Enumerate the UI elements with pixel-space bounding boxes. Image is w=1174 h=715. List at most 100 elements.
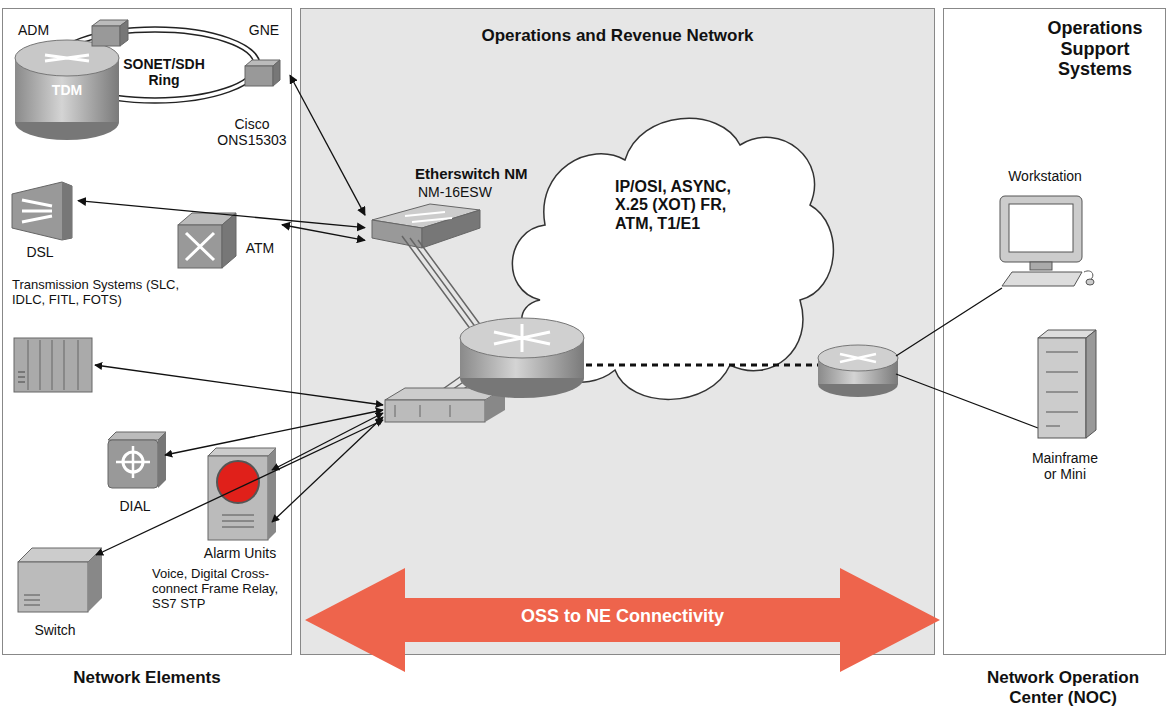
- drawing-part: [18, 562, 88, 612]
- drawing-part: [120, 20, 128, 46]
- dial-node: DIAL: [100, 425, 170, 517]
- drawing-part: [95, 365, 383, 555]
- router: [460, 318, 584, 398]
- adm-box: [92, 20, 128, 46]
- node-label: NM-16ESW: [418, 184, 518, 200]
- drawing-part: [14, 338, 92, 392]
- dial-icon: [108, 432, 166, 488]
- node-label: Etherswitch NM: [415, 165, 545, 182]
- drawing-part: [494, 324, 550, 352]
- node-label: Network Operation Center (NOC): [968, 668, 1158, 707]
- node-label: TDM: [37, 82, 97, 98]
- drawing-part: [460, 318, 584, 358]
- drawing-part: [108, 432, 166, 440]
- dsl-icon: [12, 182, 72, 240]
- drawing-part: [88, 548, 102, 612]
- workstation-icon: [1000, 196, 1094, 286]
- gne-box: [245, 60, 280, 86]
- alarm-node: Alarm Units: [190, 442, 290, 564]
- drawing-part: [395, 405, 450, 417]
- router: [818, 345, 898, 397]
- node-label: Switch: [15, 622, 95, 638]
- etherswitch-node: Etherswitch NMNM-16ESW: [365, 162, 540, 252]
- drawing-part: [62, 182, 72, 240]
- drawing-part: [1038, 338, 1086, 438]
- dsl-node: DSL: [8, 178, 78, 262]
- node-label: DSL: [10, 244, 70, 260]
- node-label: Mainframe or Mini: [1025, 450, 1105, 482]
- node-label: ATM: [240, 240, 280, 256]
- panel-frame: [301, 9, 935, 655]
- node-label: Operations Support Systems: [1035, 18, 1155, 80]
- drawing-part: [18, 548, 102, 562]
- node-label: Voice, Digital Cross-connect Frame Relay…: [152, 567, 290, 612]
- drawing-part: [1030, 262, 1052, 270]
- drawing-part: [305, 568, 940, 672]
- drawing-part: [92, 26, 120, 46]
- drawing-part: [818, 345, 898, 371]
- node-label: Cisco ONS15303: [212, 116, 292, 148]
- panel: Network ElementsADMSONET/SDH RingTDMCisc…: [2, 8, 292, 655]
- drawing-part: [272, 413, 383, 470]
- node-label: Operations and Revenue Network: [300, 26, 935, 46]
- node-label: Transmission Systems (SLC, IDLC, FITL, F…: [12, 278, 188, 308]
- node-label: ADM: [18, 22, 58, 38]
- gne-node: GNE: [228, 20, 290, 100]
- node-label: SONET/SDH Ring: [122, 56, 206, 88]
- mainframe-icon: [1038, 330, 1096, 438]
- drawing-part: [1009, 204, 1073, 252]
- drawing-part: [108, 440, 158, 488]
- cloud-node: IP/OSI, ASYNC, X.25 (XOT) FR, ATM, T1/E1: [505, 90, 835, 420]
- alarm-unit: [208, 448, 276, 540]
- drawing-part: [222, 213, 236, 268]
- drawing-part: [186, 233, 214, 260]
- drawing-part: [12, 182, 72, 240]
- drawing-part: [1086, 330, 1096, 438]
- panel: Operations and Revenue NetworkEtherswitc…: [300, 8, 935, 655]
- drawing-part: [28, 340, 78, 390]
- drawing-part: [178, 225, 222, 268]
- drawing-part: [896, 288, 1038, 428]
- node-label: Workstation: [995, 168, 1095, 184]
- wan-link: [586, 364, 818, 367]
- drawing-part: [45, 55, 89, 61]
- connector: [282, 225, 365, 241]
- node-label: DIAL: [105, 498, 165, 514]
- drawing-part: [1086, 279, 1094, 285]
- transmission-node: Transmission Systems (SLC, IDLC, FITL, F…: [8, 275, 198, 395]
- node-label: IP/OSI, ASYNC, X.25 (XOT) FR, ATM, T1/E1: [615, 178, 745, 233]
- drawing-part: [402, 236, 490, 338]
- drawing-part: [1046, 352, 1078, 426]
- drawing-part: [18, 372, 25, 382]
- drawing-part: [268, 448, 276, 540]
- switch-icon: [18, 548, 102, 612]
- switch-node: Voice, Digital Cross-connect Frame Relay…: [10, 535, 292, 645]
- atm-icon: [178, 213, 236, 268]
- drawing-part: [272, 417, 383, 522]
- drawing-part: [840, 354, 876, 362]
- node-label: Network Elements: [2, 668, 292, 688]
- drawing-part: [158, 432, 166, 488]
- drawing-part: [273, 60, 280, 86]
- drawing-part: [116, 446, 150, 478]
- drawing-part: [1002, 272, 1082, 286]
- drawing-part: [385, 400, 485, 422]
- node-label: Alarm Units: [192, 545, 288, 561]
- panel: Operations Support SystemsNetwork Operat…: [943, 8, 1166, 655]
- node-label: OSS to NE Connectivity: [305, 606, 940, 627]
- workstation-node: Workstation: [990, 165, 1100, 295]
- connectivity-arrow: OSS to NE Connectivity: [305, 568, 940, 672]
- panel-frame: [944, 9, 1166, 655]
- drawing-part: [208, 448, 276, 456]
- panel-frame: [3, 9, 292, 655]
- atm-node: ATM: [174, 208, 282, 270]
- node-label: GNE: [244, 22, 284, 38]
- etherswitch-icon: [372, 204, 480, 248]
- connector: [290, 75, 365, 215]
- mainframe-node: Mainframe or Mini: [1020, 325, 1110, 493]
- drawing-part: [405, 212, 452, 222]
- drawing-part: [95, 365, 383, 405]
- drawing-part: [22, 200, 52, 222]
- drawing-part: [245, 66, 273, 86]
